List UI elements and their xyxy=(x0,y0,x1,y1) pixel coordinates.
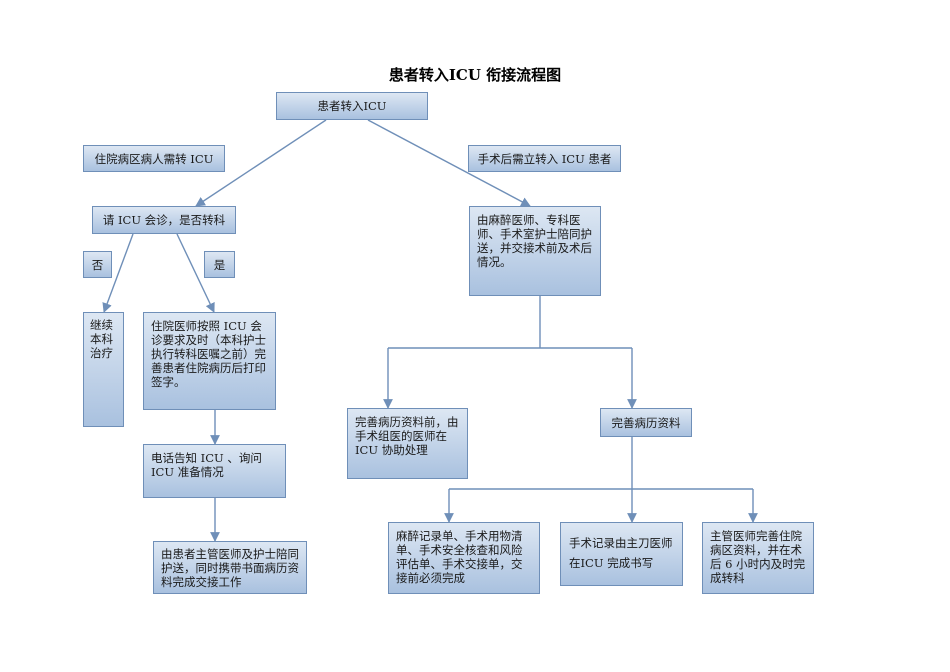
page-title: 患者转入ICU 衔接流程图 xyxy=(388,66,562,84)
node-consult: 请 ICU 会诊，是否转科 xyxy=(92,206,236,234)
node-surgeon-record: 手术记录由主刀医师在ICU 完成书写 xyxy=(560,522,683,586)
arrow-consult-to-continue xyxy=(102,233,134,313)
node-anesth-escort: 由麻醉医师、专科医师、手术室护士陪同护送，并交接术前及术后情况。 xyxy=(469,206,601,296)
node-ward-doctor: 住院医师按照 ICU 会诊要求及时（本科护士执行转科医嘱之前）完善患者住院病历后… xyxy=(143,312,276,410)
node-phone-icu: 电话告知 ICU 、询问ICU 准备情况 xyxy=(143,444,286,498)
node-before-complete: 完善病历资料前，由手术组医的医师在ICU 协助处理 xyxy=(347,408,468,479)
node-post-op-need: 手术后需立转入 ICU 患者 xyxy=(468,145,621,172)
node-start: 患者转入ICU xyxy=(276,92,428,120)
arrow-start-to-consult xyxy=(195,119,327,207)
node-continue-treat: 继续本科治疗 xyxy=(83,312,124,427)
node-ward-need: 住院病区病人需转 ICU xyxy=(83,145,225,172)
arrow-consult-to-ward-doctor xyxy=(176,233,215,313)
node-escort: 由患者主管医师及护士陪同护送，同时携带书面病历资料完成交接工作 xyxy=(153,541,307,594)
node-yes: 是 xyxy=(204,251,235,278)
node-no: 否 xyxy=(83,251,112,278)
arrow-start-to-anesth xyxy=(367,119,531,207)
node-anesth-records: 麻醉记录单、手术用物清单、手术安全核查和风险评估单、手术交接单，交接前必须完成 xyxy=(388,522,540,594)
node-complete-records: 完善病历资料 xyxy=(600,408,692,437)
node-attending-complete: 主管医师完善住院病区资料，并在术后 6 小时内及时完成转科 xyxy=(702,522,814,594)
